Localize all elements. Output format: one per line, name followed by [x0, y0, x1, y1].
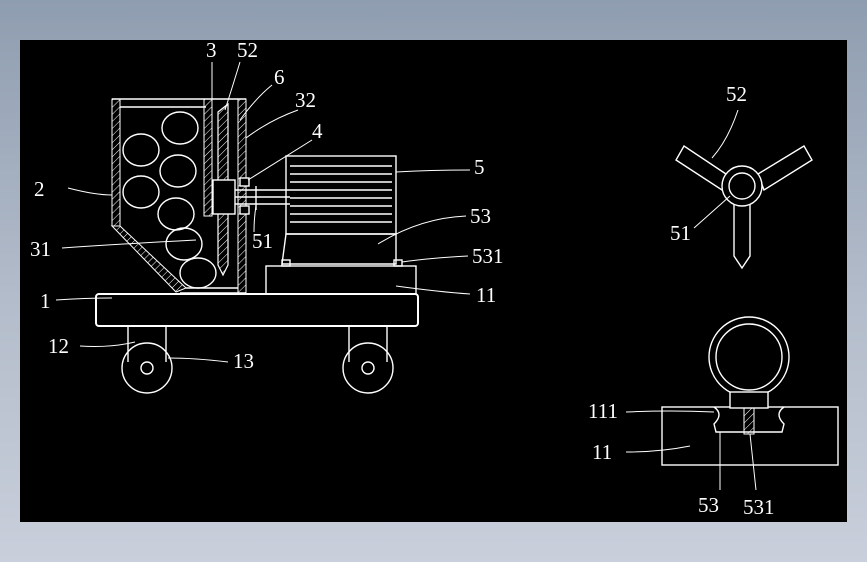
material-balls — [122, 111, 217, 289]
label-detail-51: 51 — [670, 221, 691, 245]
label-11: 11 — [476, 283, 496, 307]
label-detail-11: 11 — [592, 440, 612, 464]
label-53: 53 — [470, 204, 491, 228]
cad-drawing-canvas: 3 52 6 32 4 2 5 53 31 51 531 1 11 12 13 … — [20, 40, 847, 522]
label-531: 531 — [472, 244, 504, 268]
label-2: 2 — [34, 177, 45, 201]
label-51: 51 — [252, 229, 273, 253]
motor-bracket — [281, 233, 403, 267]
label-5: 5 — [474, 155, 485, 179]
leader-lines — [55, 61, 471, 363]
wheel-right — [342, 326, 394, 394]
label-31: 31 — [30, 237, 51, 261]
label-1: 1 — [40, 289, 51, 313]
label-12: 12 — [48, 334, 69, 358]
label-3: 3 — [206, 40, 217, 62]
label-detail-111: 111 — [588, 399, 618, 423]
label-detail-531: 531 — [743, 495, 775, 519]
label-4: 4 — [312, 119, 323, 143]
label-13: 13 — [233, 349, 254, 373]
label-detail-52: 52 — [726, 82, 747, 106]
wheel-left — [121, 326, 173, 394]
label-6: 6 — [274, 65, 285, 89]
motor — [285, 155, 397, 235]
main-assembly: 3 52 6 32 4 2 5 53 31 51 531 1 11 12 13 — [30, 40, 504, 394]
detail-blade: 52 51 — [670, 82, 813, 270]
label-32: 32 — [295, 88, 316, 112]
drawing-svg: 3 52 6 32 4 2 5 53 31 51 531 1 11 12 13 … — [30, 40, 839, 519]
base-plate — [95, 293, 419, 327]
label-52: 52 — [237, 40, 258, 62]
label-detail-53: 53 — [698, 493, 719, 517]
detail-rail-section: 111 11 53 531 — [588, 316, 839, 519]
rail-block — [265, 265, 417, 295]
